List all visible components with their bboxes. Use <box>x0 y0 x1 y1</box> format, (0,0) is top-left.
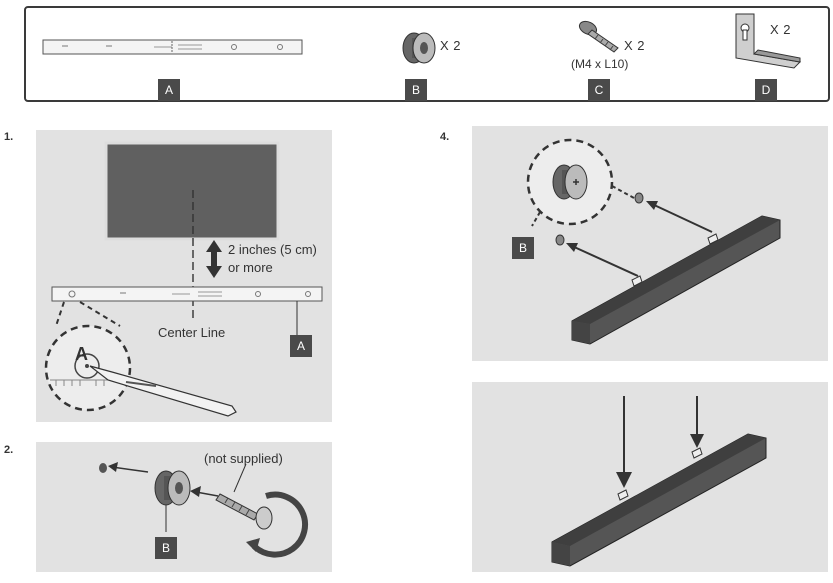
step-2-illustration <box>99 462 308 558</box>
step-2-number: 2. <box>4 444 14 456</box>
step-4-top-illustration <box>526 138 781 345</box>
step-2-panel <box>36 442 332 572</box>
step-4-bottom-illustration <box>551 396 767 567</box>
part-b-badge: B <box>405 79 427 101</box>
step-2-not-supplied-note: (not supplied) <box>204 451 283 466</box>
part-a-bracket-illustration <box>42 39 303 55</box>
step-1-center-line-label: Center Line <box>158 325 226 340</box>
step-4-number: 4. <box>440 131 450 143</box>
part-b-quantity: X 2 <box>440 38 462 53</box>
step-1-distance-suffix: or more <box>228 260 273 275</box>
step-1-illustration <box>44 141 323 417</box>
step-1-zoom-letter: A <box>75 344 88 364</box>
step-2-part-b-badge: B <box>155 537 177 559</box>
part-d-badge: D <box>755 79 777 101</box>
part-c-quantity: X 2 <box>624 38 646 53</box>
part-b-spacer-illustration <box>402 32 436 64</box>
part-c-size-spec: (M4 x L10) <box>571 57 629 71</box>
part-d-quantity: X 2 <box>770 22 792 37</box>
part-c-screw-illustration <box>578 20 619 53</box>
step-1-number: 1. <box>4 131 14 143</box>
step-4-part-b-badge: B <box>512 237 534 259</box>
step-4-bottom-panel <box>472 382 828 572</box>
part-a-badge: A <box>158 79 180 101</box>
part-d-l-bracket-illustration <box>735 13 802 69</box>
part-c-badge: C <box>588 79 610 101</box>
step-1-distance-label: 2 inches (5 cm) <box>228 242 317 257</box>
step-1-part-a-badge: A <box>290 335 312 357</box>
